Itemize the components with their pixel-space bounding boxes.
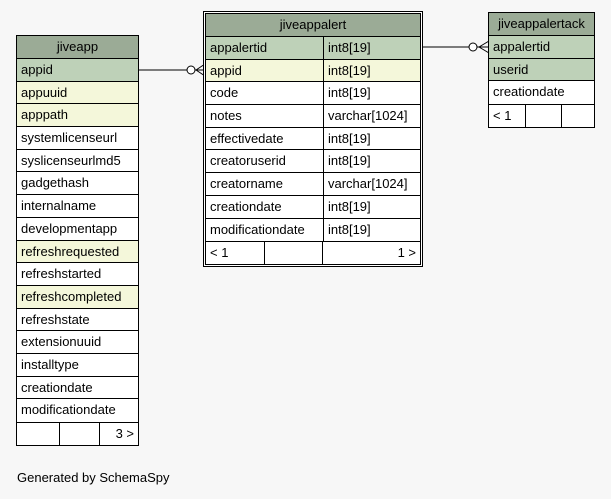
column-row: syslicenseurlmd5 <box>17 150 138 173</box>
column-name: creationdate <box>493 84 565 100</box>
table-header: jiveapp <box>17 36 138 59</box>
column-name: installtype <box>21 356 79 372</box>
footer-mid <box>264 242 322 265</box>
column-row: creationdate int8[19] <box>206 195 420 219</box>
column-name: creatorname <box>210 176 283 192</box>
column-datatype: int8[19] <box>323 195 420 218</box>
column-datatype: int8[19] <box>323 127 420 150</box>
table-jiveappalert[interactable]: jiveappalert appalertid int8[19] appid int8… <box>203 11 423 268</box>
column-name: notes <box>210 108 242 124</box>
column-name: creationdate <box>21 379 93 395</box>
column-name: code <box>210 85 239 101</box>
column-name: appalertid <box>493 39 551 54</box>
column-row: systemlicenseurl <box>17 127 138 150</box>
column-row: appid <box>17 59 138 82</box>
footer-right: 3 > <box>99 423 138 445</box>
column-name: extensionuuid <box>21 334 102 350</box>
column-row: effectivedate int8[19] <box>206 127 420 151</box>
column-name: modificationdate <box>21 402 116 418</box>
column-name: refreshstate <box>21 311 90 327</box>
footer-left: < 1 <box>210 245 229 261</box>
table-jiveapp[interactable]: jiveapp appid appuuid apppath systemlicense… <box>16 35 139 446</box>
table-header: jiveappalertack <box>489 13 594 36</box>
footer-left <box>17 423 59 445</box>
column-name: refreshrequested <box>21 243 120 259</box>
column-name: appid <box>210 62 242 78</box>
column-name: apppath <box>21 107 68 123</box>
column-row: appuuid <box>17 81 138 105</box>
footer-right <box>561 105 594 128</box>
column-name: internalname <box>21 198 97 214</box>
column-row: refreshstate <box>17 309 138 332</box>
column-row: code int8[19] <box>206 82 420 106</box>
column-name: effectivedate <box>210 130 284 146</box>
table-footer: < 1 1 > <box>206 241 420 265</box>
column-name: appuuid <box>21 84 68 100</box>
column-row: userid <box>489 58 594 82</box>
column-row: extensionuuid <box>17 331 138 354</box>
column-row: creatorname varchar[1024] <box>206 173 420 196</box>
column-name: gadgethash <box>21 175 89 191</box>
column-row: creatoruserid int8[19] <box>206 150 420 174</box>
column-row: notes varchar[1024] <box>206 105 420 128</box>
column-row: creationdate <box>489 81 594 104</box>
fk-jiveappalertack-appalertid-to-jiveappalert <box>422 40 490 54</box>
fk-jiveappalert-appid-to-jiveapp <box>139 63 206 77</box>
column-name: refreshcompleted <box>21 288 122 304</box>
table-jiveappalertack[interactable]: jiveappalertack appalertid userid creation… <box>488 12 595 129</box>
column-name: appalertid <box>210 40 268 55</box>
column-row: modificationdate <box>17 399 138 422</box>
column-name: creatoruserid <box>210 153 286 169</box>
footer-left: < 1 <box>493 108 512 124</box>
footer-mid <box>59 423 99 445</box>
column-row: refreshcompleted <box>17 285 138 309</box>
column-name: appid <box>21 62 53 77</box>
column-name: modificationdate <box>210 221 305 237</box>
footer-right: 1 > <box>322 242 420 265</box>
column-name: syslicenseurlmd5 <box>21 152 121 168</box>
column-name: developmentapp <box>21 220 118 236</box>
column-name: systemlicenseurl <box>21 130 118 146</box>
column-name: creationdate <box>210 198 282 214</box>
column-row: installtype <box>17 354 138 377</box>
footer-mid <box>525 105 561 128</box>
column-row: appalertid <box>489 36 594 59</box>
column-row: modificationdate int8[19] <box>206 218 420 242</box>
column-name: userid <box>493 61 529 77</box>
table-footer: < 1 <box>489 104 594 128</box>
column-row: developmentapp <box>17 218 138 241</box>
column-row: internalname <box>17 195 138 218</box>
column-datatype: int8[19] <box>323 59 420 82</box>
table-header: jiveappalert <box>206 14 420 37</box>
column-row: apppath <box>17 104 138 128</box>
column-datatype: int8[19] <box>323 37 420 59</box>
column-row: appalertid int8[19] <box>206 37 420 60</box>
column-datatype: varchar[1024] <box>323 173 420 195</box>
column-datatype: int8[19] <box>323 150 420 173</box>
column-row: creationdate <box>17 377 138 400</box>
column-datatype: varchar[1024] <box>323 105 420 127</box>
column-row: appid int8[19] <box>206 59 420 83</box>
column-datatype: int8[19] <box>323 218 420 242</box>
table-footer: 3 > <box>17 422 138 445</box>
column-row: gadgethash <box>17 172 138 196</box>
generated-by-text: Generated by SchemaSpy <box>17 470 170 485</box>
column-row: refreshstarted <box>17 263 138 286</box>
column-row: refreshrequested <box>17 240 138 264</box>
column-name: refreshstarted <box>21 266 102 282</box>
column-datatype: int8[19] <box>323 82 420 105</box>
